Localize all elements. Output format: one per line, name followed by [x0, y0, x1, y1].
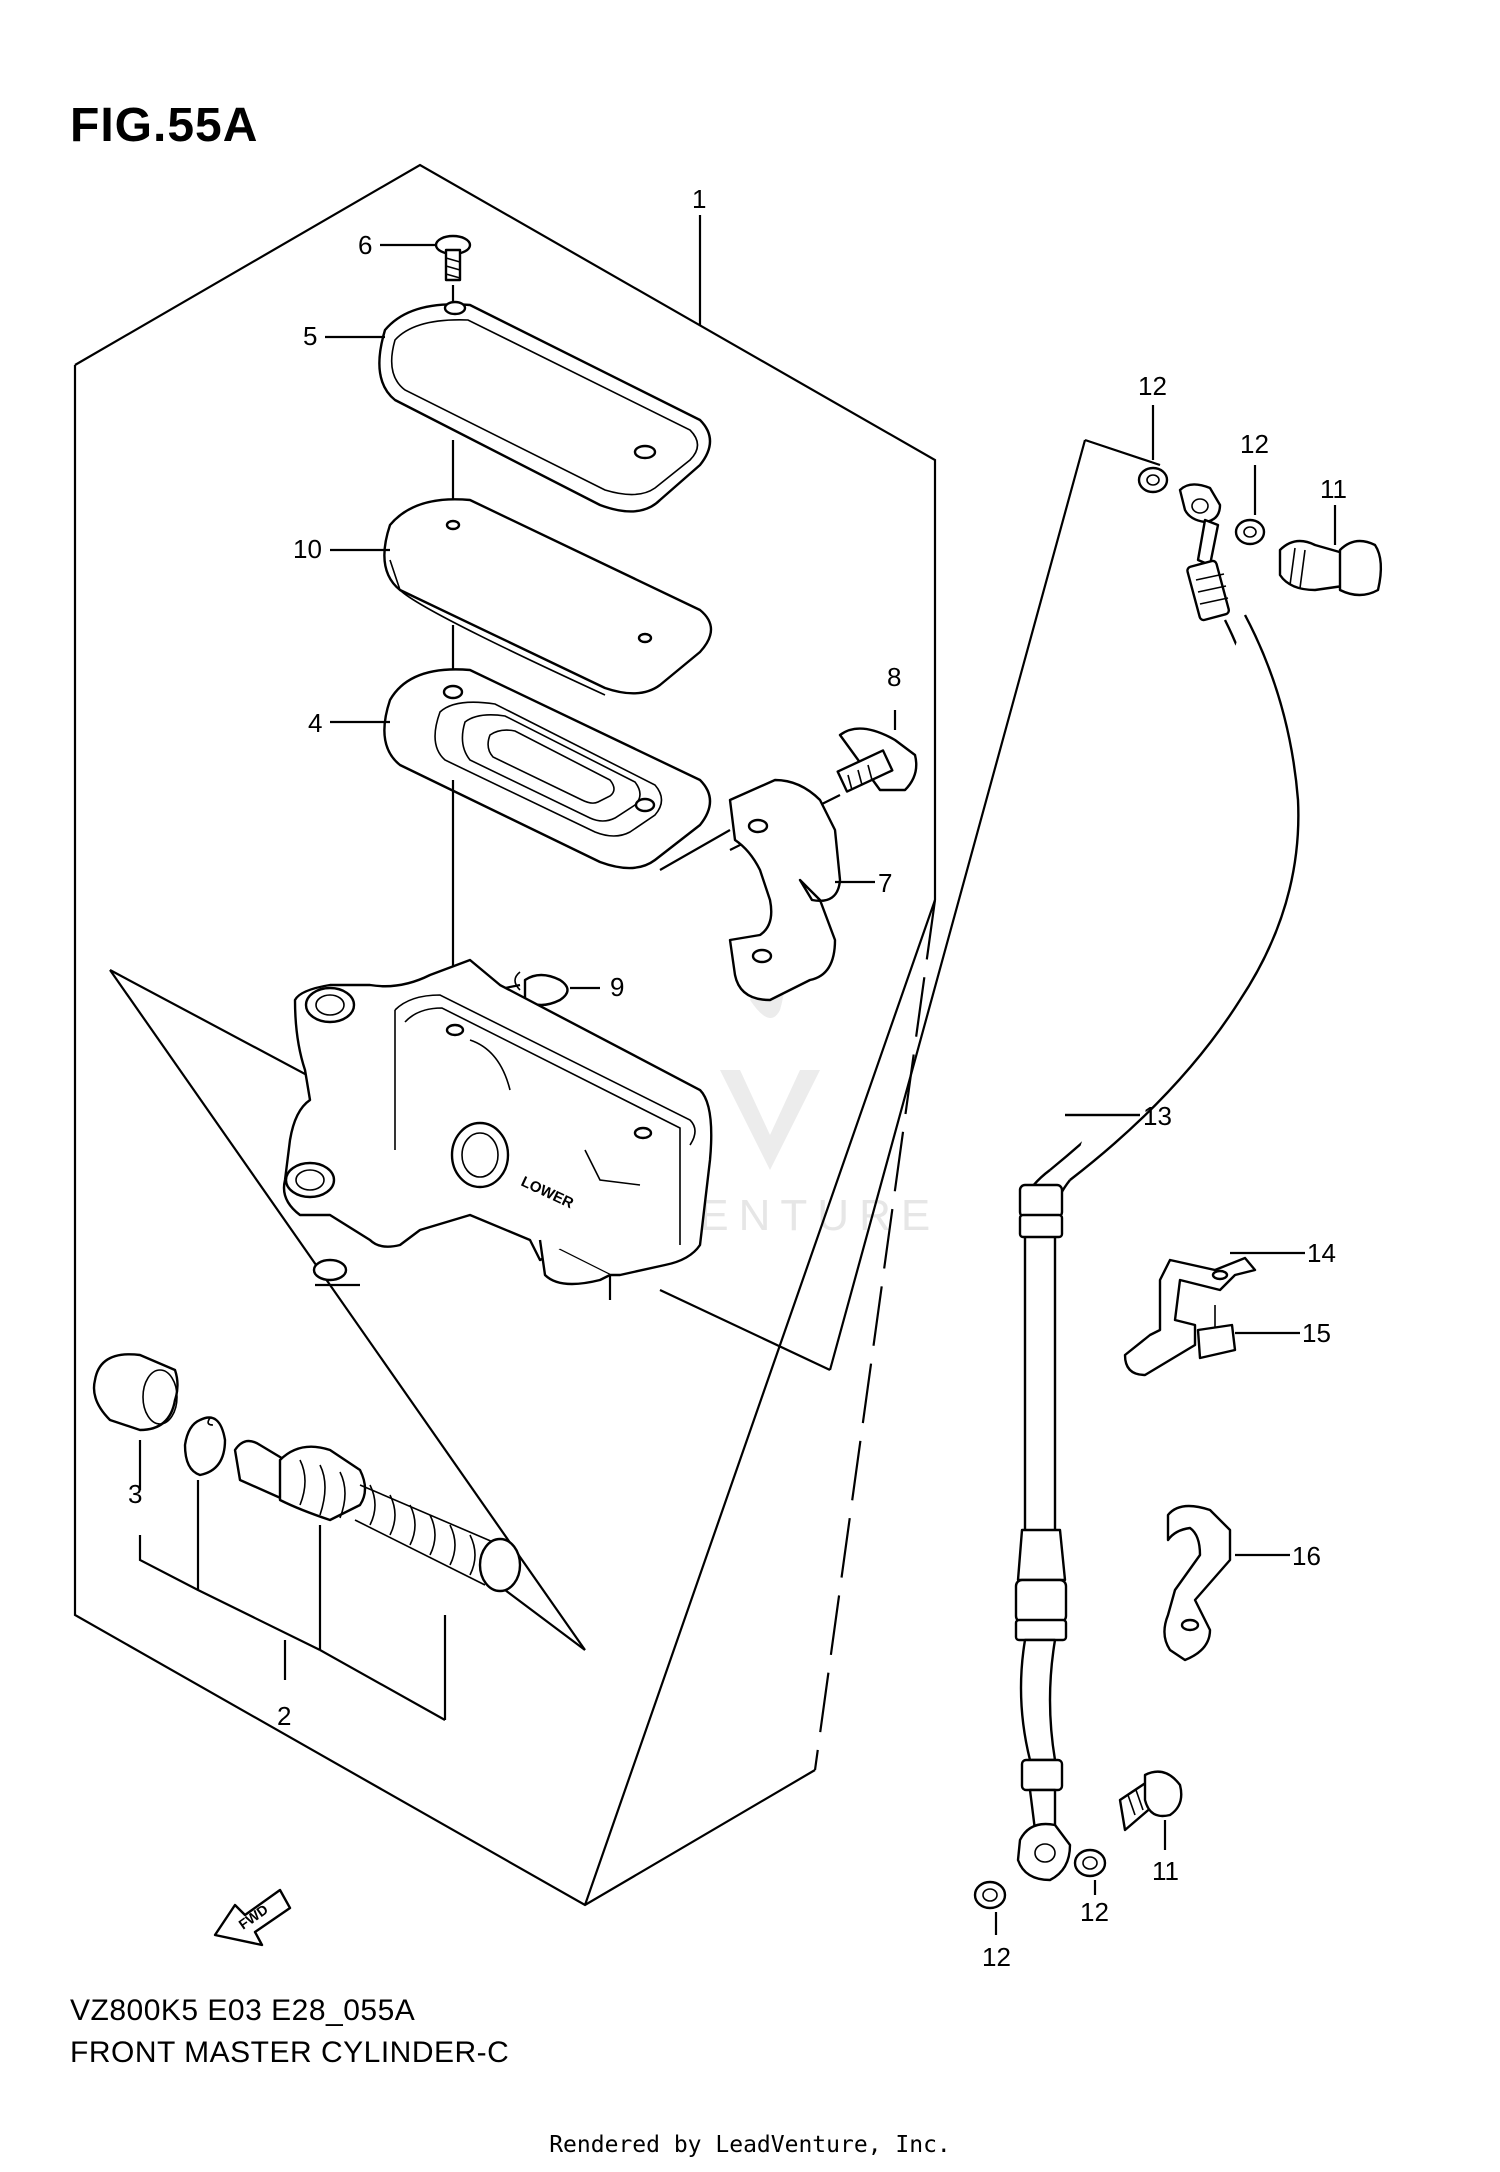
- callout-13: 13: [1143, 1101, 1172, 1131]
- part-5-reservoir-cap: [378, 300, 712, 513]
- callout-5: 5: [303, 321, 317, 351]
- callout-1: 1: [692, 184, 706, 214]
- callout-11-top: 11: [1320, 474, 1347, 504]
- callout-6: 6: [358, 230, 372, 260]
- callout-12-top-left: 12: [1138, 371, 1167, 401]
- kit-bracket-lines: [138, 1535, 446, 1721]
- part-14-bracket: [1123, 1251, 1305, 1377]
- callout-12-top-right: 12: [1240, 429, 1269, 459]
- figure-title: FIG.55A: [70, 99, 259, 152]
- callout-7: 7: [878, 868, 892, 898]
- fwd-arrow: FWD: [213, 1888, 292, 1947]
- callout-15: 15: [1302, 1318, 1331, 1348]
- callout-16: 16: [1292, 1541, 1321, 1571]
- callout-10: 10: [293, 534, 322, 564]
- circlip: [183, 1416, 227, 1590]
- piston-spring: [233, 1439, 522, 1720]
- callout-numbers: 1 2 3 4 5 6 7 8 9 10 11 11 12 12 12 12 1…: [128, 184, 1347, 1972]
- part-4-plate: [383, 625, 712, 870]
- callout-12-bottom-left: 12: [982, 1942, 1011, 1972]
- callout-4: 4: [308, 708, 322, 738]
- part-6-screw: [434, 234, 472, 305]
- part-15-bolt: [1196, 1305, 1300, 1360]
- part-16-clamp: [1163, 1504, 1290, 1662]
- part-11-union-bolts: [1118, 505, 1383, 1850]
- model-code: VZ800K5 E03 E28_055A: [70, 1994, 416, 2027]
- callout-11-bottom: 11: [1152, 1856, 1179, 1886]
- leader-lines: [325, 215, 1140, 1117]
- figure-name: FRONT MASTER CYLINDER-C: [70, 2036, 510, 2069]
- part-3-boot: [92, 1353, 179, 1490]
- part-13-brake-hose: [1014, 483, 1300, 1882]
- rendered-by: Rendered by LeadVenture, Inc.: [549, 2132, 951, 2158]
- callout-9: 9: [610, 972, 624, 1002]
- callout-2: 2: [277, 1701, 291, 1731]
- callout-3: 3: [128, 1479, 142, 1509]
- callout-14: 14: [1307, 1238, 1336, 1268]
- part-10-diaphragm: [383, 440, 713, 696]
- part-12-washers: [973, 405, 1266, 1935]
- callout-12-bottom-right: 12: [1080, 1897, 1109, 1927]
- callout-8: 8: [887, 662, 901, 692]
- part-7-clamp: [659, 778, 842, 1002]
- master-cylinder-body: LOWER: [282, 780, 713, 1300]
